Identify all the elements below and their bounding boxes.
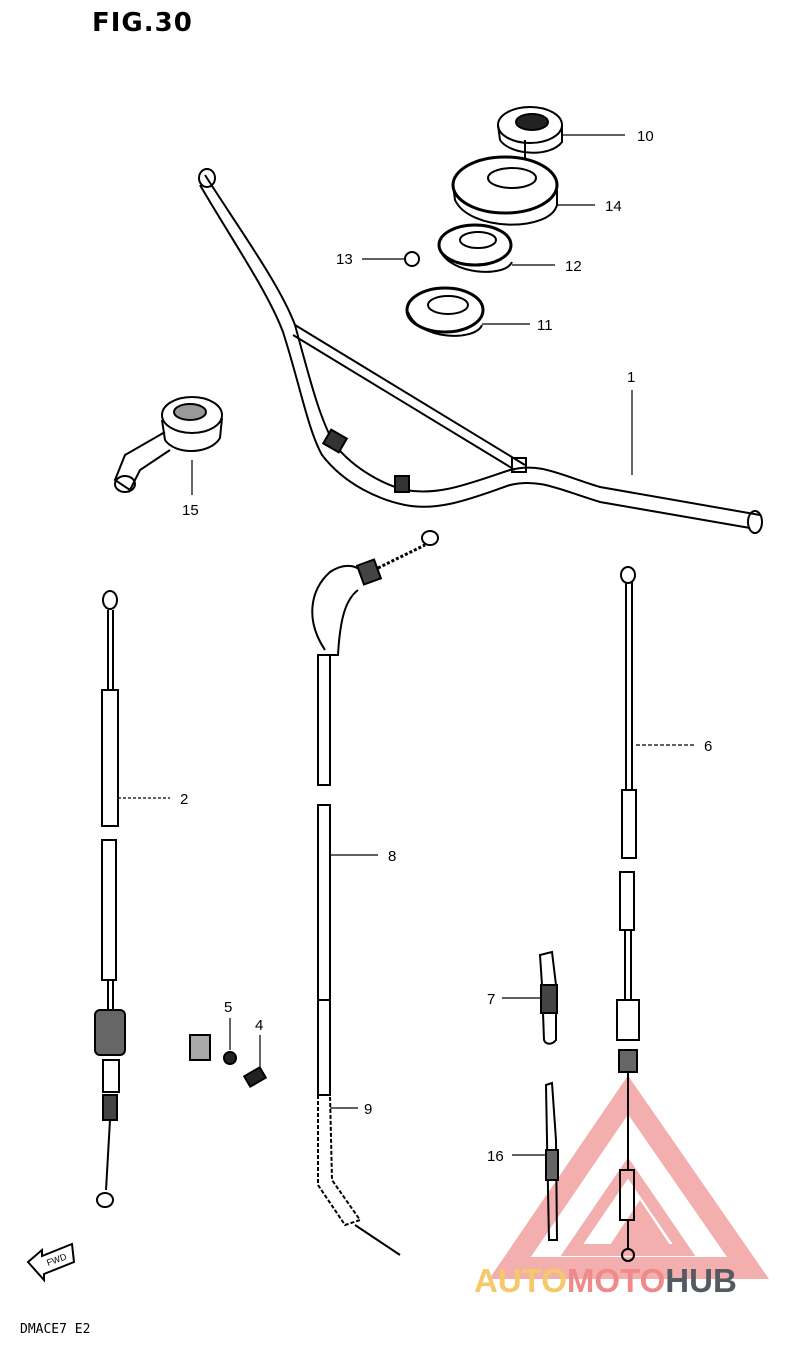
adjuster-screws: [189, 1034, 268, 1089]
figure-title: FIG.30: [92, 8, 193, 38]
callout-4: 4: [255, 1017, 263, 1034]
watermark-hub: HUB: [665, 1262, 737, 1299]
clutch-cable: [94, 590, 126, 1208]
callout-16: 16: [487, 1148, 504, 1165]
clamps: [538, 950, 559, 1241]
callout-9: 9: [364, 1101, 372, 1118]
callout-11: 11: [537, 317, 553, 334]
callout-7: 7: [487, 991, 495, 1008]
callout-5: 5: [224, 999, 232, 1016]
handlebar: [198, 168, 763, 534]
callout-12: 12: [565, 258, 582, 275]
watermark-moto: MOTO: [566, 1262, 666, 1299]
callout-13: 13: [336, 251, 353, 268]
mount-stack: [404, 106, 563, 337]
callout-1: 1: [627, 369, 635, 386]
watermark-auto: AUTO: [474, 1262, 567, 1299]
callout-10: 10: [637, 128, 654, 145]
throttle-cable: [311, 530, 439, 1256]
callout-15: 15: [182, 502, 199, 519]
brake-cable: [616, 566, 640, 1262]
callout-14: 14: [605, 198, 622, 215]
fwd-arrow-icon: FWD: [26, 1242, 76, 1283]
part-labels: 10 14 12 11 13 1 15 2 8 9 6 7 16 5 4: [180, 128, 712, 1165]
leader-lines: [118, 134, 695, 1156]
watermark-wordmark: AUTOMOTOHUB: [474, 1262, 737, 1300]
figure-code: DMACE7 E2: [20, 1322, 91, 1337]
callout-6: 6: [704, 738, 712, 755]
callout-8: 8: [388, 848, 396, 865]
callout-2: 2: [180, 791, 188, 808]
throttle-housing: [113, 396, 223, 493]
